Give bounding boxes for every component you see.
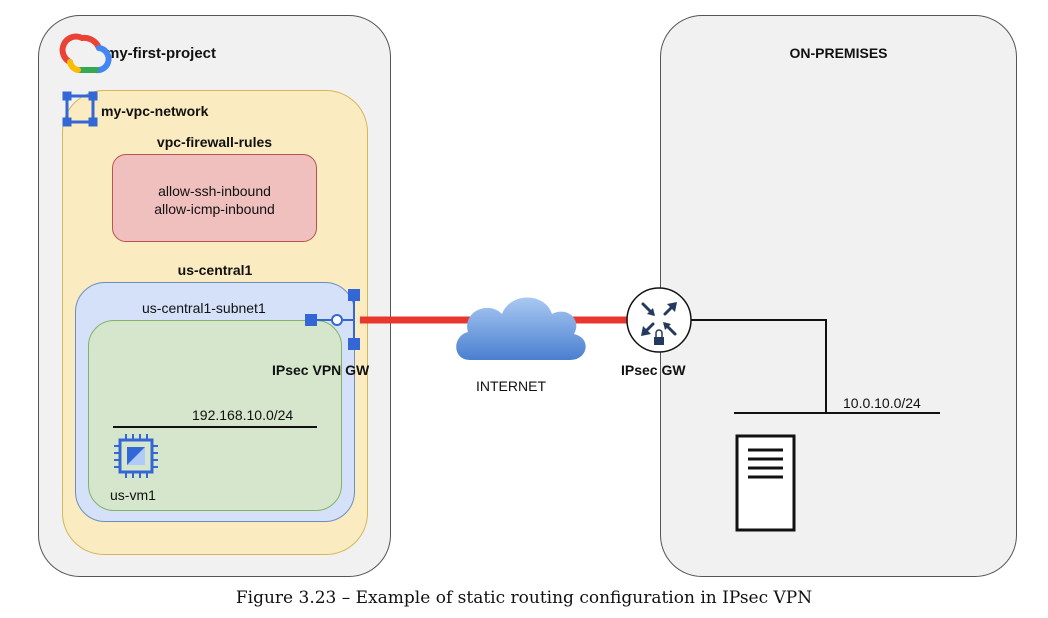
compute-engine-icon (114, 434, 158, 478)
ipsec-gw-label: IPsec GW (621, 362, 686, 378)
subnet-name: us-central1-subnet1 (142, 300, 266, 316)
cloud-icon (456, 297, 586, 360)
vpn-gateway-icon (305, 289, 360, 350)
vpn-gw-label: IPsec VPN GW (272, 362, 370, 378)
internet-label: INTERNET (476, 378, 546, 394)
router-icon (626, 287, 692, 353)
vpc-name: my-vpc-network (101, 103, 209, 119)
subnet-cidr: 192.168.10.0/24 (192, 407, 294, 423)
subnet-box (88, 320, 342, 511)
onprem-link-line (691, 319, 827, 413)
onprem-network-cidr: 10.0.10.0/24 (843, 395, 921, 411)
region-name: us-central1 (177, 262, 253, 278)
vpc-network-icon (62, 91, 98, 127)
vm-name: us-vm1 (110, 487, 156, 503)
firewall-title: vpc-firewall-rules (156, 134, 273, 150)
project-name: my-first-project (106, 45, 217, 62)
google-cloud-logo-icon (59, 33, 112, 74)
figure-caption: Figure 3.23 – Example of static routing … (235, 588, 813, 608)
on-premises-panel (660, 15, 1017, 577)
firewall-rule-ssh: allow-ssh-inbound (158, 183, 271, 199)
on-premises-title: ON-PREMISES (789, 45, 888, 61)
firewall-rule-icmp: allow-icmp-inbound (154, 201, 275, 217)
server-icon (735, 434, 796, 532)
firewall-rules-box (112, 154, 317, 242)
